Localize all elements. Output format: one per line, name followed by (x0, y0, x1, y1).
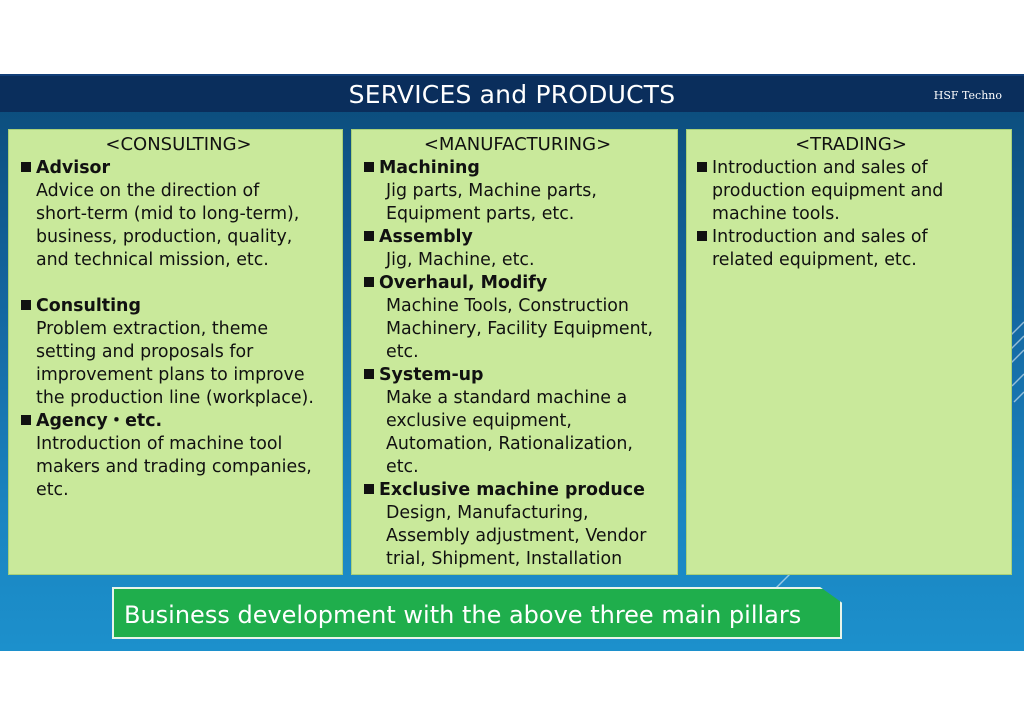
trading-panel: <TRADING> Introduction and sales of prod… (686, 129, 1012, 575)
square-bullet-icon (364, 231, 374, 241)
item-system-up-title: System-up (364, 364, 671, 387)
item-advisor-title: Advisor (21, 157, 336, 180)
square-bullet-icon (364, 369, 374, 379)
item-agency-title: Agency・etc. (21, 410, 336, 433)
title-bar: SERVICES and PRODUCTS HSF Techno (0, 74, 1024, 112)
manufacturing-heading: <MANUFACTURING> (423, 134, 612, 155)
slide: SERVICES and PRODUCTS HSF Techno <CONSUL… (0, 74, 1024, 651)
item-advisor-desc: Advice on the direction of short-term (m… (36, 181, 300, 270)
manufacturing-panel: <MANUFACTURING> Machining Jig parts, Mac… (351, 129, 678, 575)
item-overhaul-desc: Machine Tools, Construction Machinery, F… (386, 296, 653, 362)
square-bullet-icon (697, 162, 707, 172)
trading-heading: <TRADING> (795, 134, 907, 155)
square-bullet-icon (364, 277, 374, 287)
summary-text: Business development with the above thre… (124, 601, 802, 629)
square-bullet-icon (21, 415, 31, 425)
item-consulting-title: Consulting (21, 295, 336, 318)
brand-label: HSF Techno (933, 89, 1002, 102)
square-bullet-icon (21, 300, 31, 310)
item-machining-desc: Jig parts, Machine parts, Equipment part… (386, 181, 597, 224)
item-consulting-desc: Problem extraction, theme setting and pr… (36, 319, 314, 408)
trading-item-related: Introduction and sales of related equipm… (697, 226, 1005, 272)
consulting-panel: <CONSULTING> Advisor Advice on the direc… (8, 129, 343, 575)
summary-banner: Business development with the above thre… (112, 587, 842, 639)
item-assembly-desc: Jig, Machine, etc. (386, 250, 535, 270)
item-exclusive-machine-desc: Design, Manufacturing, Assembly adjustme… (386, 503, 647, 569)
item-exclusive-machine-title: Exclusive machine produce (364, 479, 671, 502)
item-overhaul-title: Overhaul, Modify (364, 272, 671, 295)
item-assembly-title: Assembly (364, 226, 671, 249)
square-bullet-icon (364, 484, 374, 494)
trading-item-equipment: Introduction and sales of production equ… (697, 157, 1005, 226)
item-machining-title: Machining (364, 157, 671, 180)
square-bullet-icon (21, 162, 31, 172)
item-system-up-desc: Make a standard machine a exclusive equi… (386, 388, 633, 477)
square-bullet-icon (364, 162, 374, 172)
square-bullet-icon (697, 231, 707, 241)
consulting-heading: <CONSULTING> (105, 134, 252, 155)
page-title: SERVICES and PRODUCTS (348, 80, 676, 109)
spacer (21, 272, 336, 295)
item-agency-desc: Introduction of machine tool makers and … (36, 434, 312, 500)
